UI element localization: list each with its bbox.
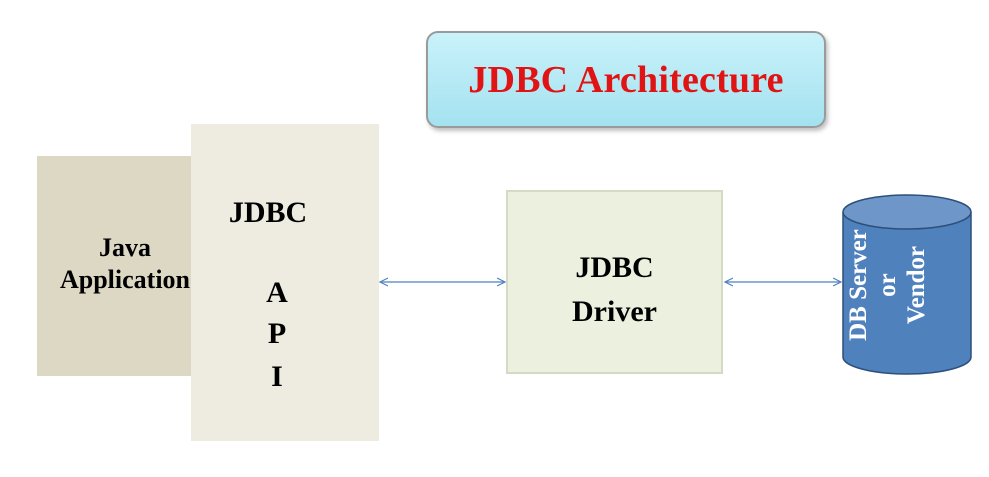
jdbc-driver-box [506, 190, 723, 374]
jdbc-driver-line1: JDBC [575, 251, 654, 284]
jdbc-api-title: JDBC [228, 196, 308, 229]
java-application-label: Java Application [40, 232, 210, 296]
java-application-line1: Java [99, 233, 151, 262]
java-application-box [37, 156, 193, 376]
jdbc-api-letter-a: A [266, 276, 288, 309]
jdbc-api-letter-p: P [267, 317, 287, 350]
db-server-line3: Vendor [903, 245, 930, 325]
db-server-line2: or [874, 273, 901, 297]
jdbc-api-box [191, 124, 379, 441]
db-server-label: DB Server or Vendor [844, 185, 931, 385]
db-server-line1: DB Server [845, 229, 872, 341]
db-cylinder [842, 194, 972, 375]
jdbc-driver-label: JDBC Driver [506, 246, 723, 334]
diagram-title: JDBC Architecture [468, 58, 784, 101]
java-application-line2: Application [59, 265, 191, 294]
jdbc-api-letter-i: I [271, 360, 283, 393]
jdbc-driver-line2: Driver [572, 295, 657, 328]
title-box: JDBC Architecture [426, 31, 826, 128]
